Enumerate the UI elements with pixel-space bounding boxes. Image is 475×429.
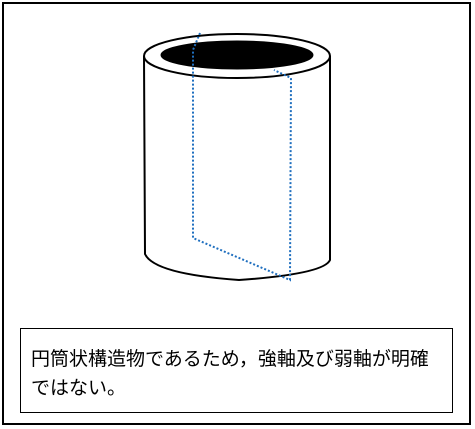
cylinder-body bbox=[143, 55, 331, 282]
cylinder-svg bbox=[143, 32, 331, 282]
caption-text: 円筒状構造物であるため，強軸及び弱軸が明確ではない。 bbox=[20, 328, 453, 413]
section-plane-outline bbox=[192, 32, 293, 282]
cylinder-diagram bbox=[4, 4, 473, 304]
figure-frame: 円筒状構造物であるため，強軸及び弱軸が明確ではない。 bbox=[2, 2, 471, 425]
cylinder-bore bbox=[160, 40, 314, 70]
